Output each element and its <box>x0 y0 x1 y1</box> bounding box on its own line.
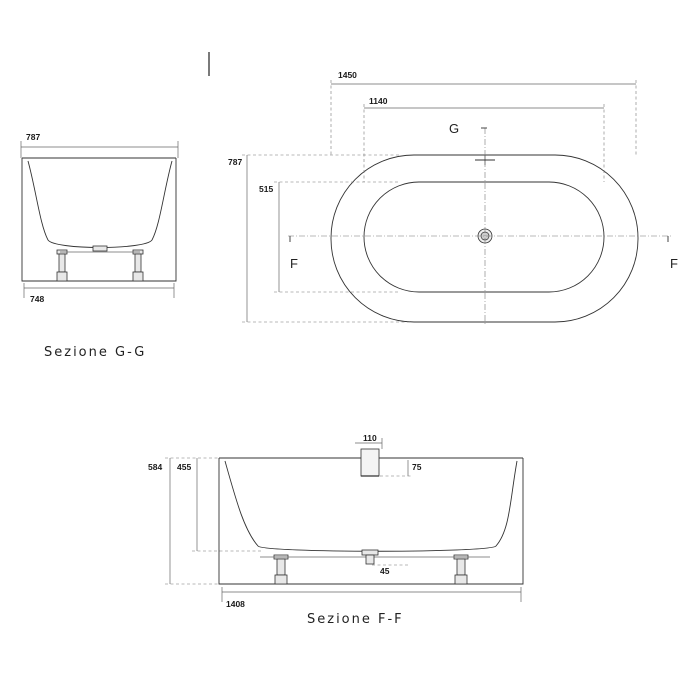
section-ff-title: Sezione F-F <box>307 612 404 627</box>
dim-ff-drain: 45 <box>380 566 390 576</box>
foot-gg-left-base <box>56 271 68 282</box>
tub-gg-inner <box>27 160 173 248</box>
section-mark-g: G <box>449 121 459 136</box>
drain-gg <box>92 245 108 252</box>
dim-inner-length: 1140 <box>369 96 388 106</box>
dim-overall-width: 787 <box>228 157 242 167</box>
overflow-fitting <box>360 448 380 477</box>
tub-inner-basin <box>363 181 605 293</box>
foot-ff-right-leg <box>456 558 466 576</box>
foot-ff-left-leg <box>276 558 286 576</box>
dim-ff-bottom-length: 1408 <box>226 599 245 609</box>
drain-ff-pipe <box>365 554 375 565</box>
section-mark-f-right: F <box>670 256 678 271</box>
section-mark-f-left: F <box>290 256 298 271</box>
section-ff: 110 75 45 584 455 1408 Sezione F-F <box>148 433 524 627</box>
section-gg: 787 748 Sezione G-G <box>20 132 179 360</box>
dim-ff-overflow-width: 110 <box>363 433 377 443</box>
foot-ff-left-base <box>274 574 288 585</box>
foot-gg-right-leg <box>134 253 142 273</box>
dim-inner-width: 515 <box>259 184 273 194</box>
foot-gg-right-base <box>132 271 144 282</box>
tub-outer-rim <box>330 154 639 323</box>
section-gg-title: Sezione G-G <box>44 345 146 360</box>
dim-overall-length: 1450 <box>338 70 357 80</box>
foot-gg-left-leg <box>58 253 66 273</box>
tub-ff-outer <box>218 458 524 585</box>
dim-ff-total-height: 584 <box>148 462 162 472</box>
dim-ff-overflow-height: 75 <box>412 462 422 472</box>
dim-gg-top-width: 787 <box>26 132 40 142</box>
dim-ff-inner-depth: 455 <box>177 462 191 472</box>
foot-ff-right-base <box>454 574 468 585</box>
drain-ff <box>361 549 379 556</box>
dim-gg-bottom-width: 748 <box>30 294 44 304</box>
tub-gg-outer <box>21 158 177 282</box>
plan-view: 1450 1140 787 515 G F F <box>228 70 678 325</box>
